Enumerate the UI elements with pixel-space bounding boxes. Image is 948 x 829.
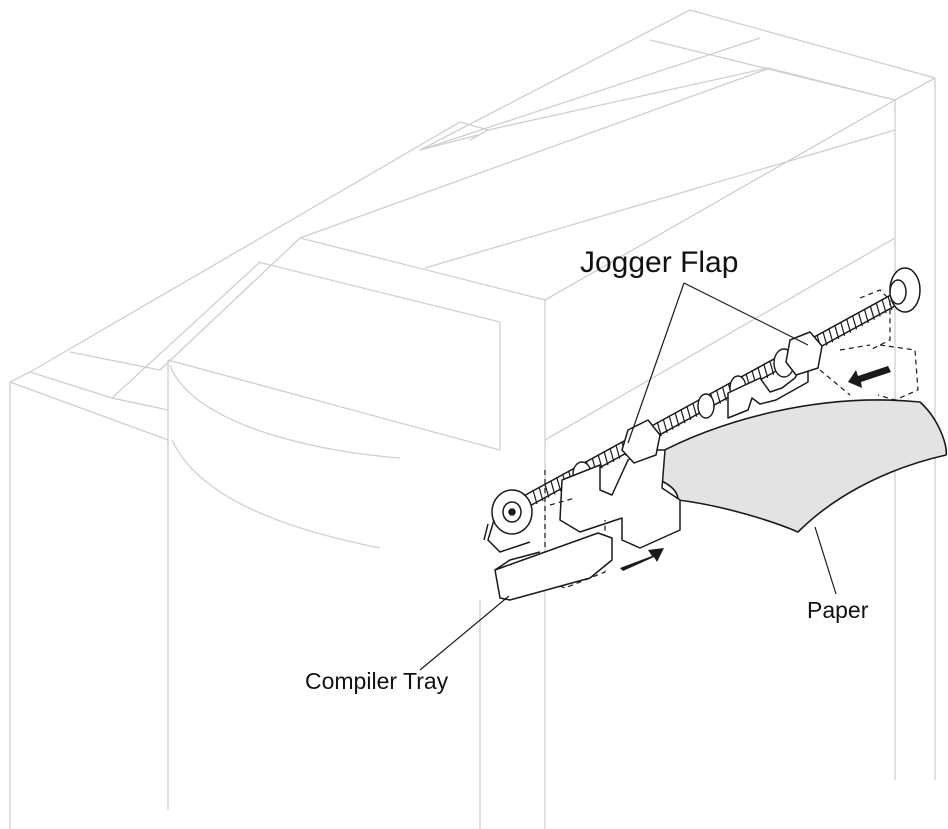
shaft-thread-mark	[615, 444, 621, 459]
leader-lines	[419, 282, 837, 671]
shaft-thread-mark	[597, 454, 603, 469]
shaft-thread-mark	[875, 302, 881, 317]
shaft-thread-mark	[556, 476, 562, 492]
shaft-thread-mark	[881, 299, 887, 314]
leader-compiler-tray	[419, 595, 510, 671]
shaft-thread-mark	[863, 308, 869, 324]
shaft-thread-mark	[822, 331, 828, 346]
shaft-thread-mark	[532, 489, 538, 505]
paper-sheet	[654, 399, 948, 533]
shaft-thread-mark	[846, 318, 852, 333]
arrow-up-right-icon	[620, 548, 664, 571]
shaft-thread-mark	[550, 480, 556, 495]
paper-label: Paper	[807, 597, 869, 623]
finisher-housing	[9, 9, 936, 829]
shaft-thread-mark	[763, 363, 769, 379]
shaft-thread-mark	[715, 389, 721, 404]
movement-arrows	[620, 366, 891, 571]
leader-paper	[814, 526, 837, 595]
compiler-tray	[494, 532, 613, 601]
left-gear	[483, 489, 533, 553]
jogger-flap-left	[559, 419, 681, 549]
jogger-flap-label: Jogger Flap	[580, 246, 739, 279]
shaft-thread-mark	[686, 405, 692, 421]
leader-jogger-flap-left	[627, 282, 685, 444]
shaft-thread-mark	[851, 315, 858, 330]
shaft-thread-mark	[769, 360, 775, 375]
shaft-thread-mark	[828, 328, 834, 343]
leader-jogger-flap-right	[683, 282, 809, 346]
shaft-thread-mark	[840, 321, 846, 337]
shaft-thread-mark	[603, 451, 609, 466]
shaft-thread-mark	[680, 409, 686, 424]
compiler-tray-label: Compiler Tray	[305, 668, 449, 694]
arrow-left-icon	[848, 366, 891, 388]
shaft-thread-mark	[538, 486, 544, 501]
shaft-thread-mark	[656, 421, 662, 437]
shaft-thread-mark	[869, 305, 875, 320]
shaft-thread-mark	[857, 312, 863, 327]
jogger-flap-right	[727, 331, 823, 419]
shaft-thread-mark	[668, 415, 674, 430]
shaft-thread-mark	[834, 324, 840, 340]
shaft-thread-mark	[674, 412, 680, 427]
shaft-thread-mark	[544, 483, 550, 498]
shaft-thread-mark	[692, 402, 698, 417]
shaft-thread-mark	[609, 447, 615, 463]
shaft-thread-mark	[662, 418, 668, 434]
shaft-thread-mark	[721, 386, 727, 401]
right-gear	[889, 267, 921, 313]
